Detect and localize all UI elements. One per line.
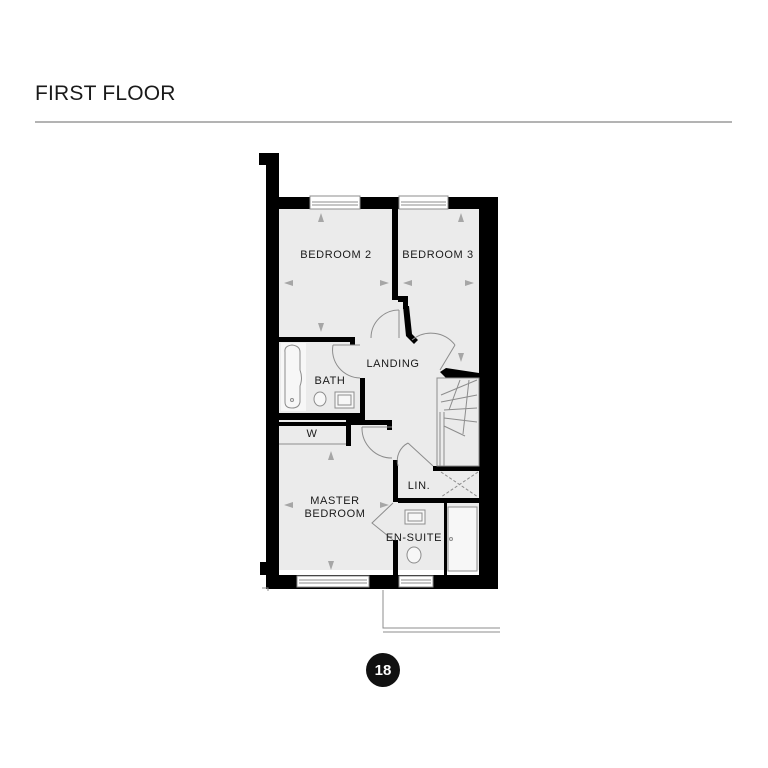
staircase [436,377,480,467]
windows [296,195,449,588]
label-bedroom-3: BEDROOM 3 [402,249,473,261]
title-divider [35,121,732,123]
label-landing: LANDING [366,358,419,370]
interior-walls [279,203,479,576]
doors [332,309,456,541]
label-bath: BATH [315,375,346,387]
label-master-line1: MASTER [310,495,359,507]
dimension-arrows [284,213,474,570]
label-bedroom-2: BEDROOM 2 [300,249,371,261]
toilet-icon [313,391,327,407]
terrace-outline [262,587,500,633]
label-master-line2: BEDROOM [304,508,365,520]
floor-title: FIRST FLOOR [35,82,176,105]
bath-fixtures [281,343,355,411]
plot-number-badge: 18 [366,653,400,687]
room-labels: BEDROOM 2 BEDROOM 3 LANDING BATH W LIN. … [300,249,473,544]
bathtub-icon [284,344,302,409]
linen-cupboard [440,471,479,498]
label-en-suite: EN-SUITE [386,532,442,544]
label-linen: LIN. [408,480,431,492]
ensuite-toilet-icon [406,546,422,564]
label-wardrobe: W [307,428,318,440]
ensuite-fixtures [404,506,478,572]
